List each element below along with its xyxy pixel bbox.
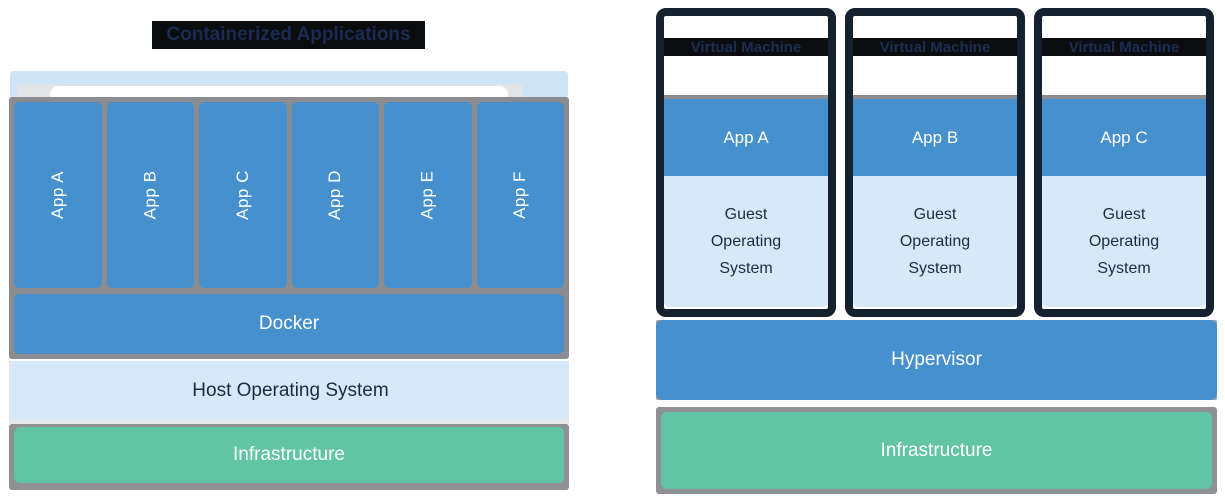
- vm-spacer: [1042, 56, 1206, 95]
- vm-row: Virtual Machine App A Guest Operating Sy…: [656, 8, 1217, 317]
- vm-guest-os-label: Guest Operating System: [710, 206, 782, 277]
- vm-box-2: Virtual Machine App B Guest Operating Sy…: [845, 8, 1025, 317]
- containers-title-box: Containerized Applications: [152, 21, 425, 49]
- vm-title-band: Virtual Machine: [1042, 38, 1206, 56]
- infrastructure-layer-left: Infrastructure: [9, 424, 569, 490]
- app-column-label: App F: [510, 171, 530, 219]
- app-column-c: App C: [199, 102, 287, 288]
- divider-line: [9, 420, 569, 424]
- app-column-label: App D: [325, 170, 345, 220]
- app-column-label: App E: [417, 170, 437, 220]
- vm-guest-os-label: Guest Operating System: [1088, 206, 1160, 277]
- host-os-layer: Host Operating System: [9, 361, 569, 420]
- vm-title: Virtual Machine: [879, 38, 991, 56]
- docker-layer: Docker: [14, 294, 564, 354]
- hypervisor-layer-wrap: Hypervisor: [656, 320, 1217, 400]
- vm-spacer: [853, 16, 1017, 38]
- vm-box-3: Virtual Machine App C Guest Operating Sy…: [1034, 8, 1214, 317]
- vm-app-layer: App B: [853, 99, 1017, 176]
- vm-app-layer: App C: [1042, 99, 1206, 176]
- vm-title: Virtual Machine: [1068, 38, 1180, 56]
- hypervisor-layer: Hypervisor: [656, 320, 1217, 400]
- container-columns: App A App B App C App D App E App F: [14, 102, 564, 288]
- vm-app-layer: App A: [664, 99, 828, 176]
- infrastructure-label-left: Infrastructure: [14, 427, 564, 483]
- infrastructure-layer-right: Infrastructure: [656, 407, 1217, 494]
- vm-spacer: [853, 56, 1017, 95]
- vm-box-1: Virtual Machine App A Guest Operating Sy…: [656, 8, 836, 317]
- vm-spacer: [1042, 16, 1206, 38]
- vm-spacer: [664, 56, 828, 95]
- vm-title-band: Virtual Machine: [664, 38, 828, 56]
- vm-gray-divider: [853, 95, 1017, 99]
- vm-guest-os-layer: Guest Operating System: [664, 176, 828, 307]
- app-column-d: App D: [291, 102, 379, 288]
- vm-guest-os-layer: Guest Operating System: [1042, 176, 1206, 307]
- app-column-f: App F: [476, 102, 564, 288]
- vm-gray-divider: [1042, 95, 1206, 99]
- app-column-label: App B: [140, 170, 160, 220]
- docker-host-block: App A App B App C App D App E App F Do: [9, 97, 569, 359]
- app-column-e: App E: [384, 102, 472, 288]
- app-column-a: App A: [14, 102, 102, 288]
- vm-title: Virtual Machine: [690, 38, 802, 56]
- vm-spacer: [664, 16, 828, 38]
- vm-title-band: Virtual Machine: [853, 38, 1017, 56]
- app-column-b: App B: [106, 102, 194, 288]
- containers-title: Containerized Applications: [166, 24, 411, 45]
- vm-guest-os-label: Guest Operating System: [899, 206, 971, 277]
- infrastructure-label-right: Infrastructure: [661, 412, 1212, 489]
- vm-guest-os-layer: Guest Operating System: [853, 176, 1017, 307]
- vm-gray-divider: [664, 95, 828, 99]
- app-column-label: App A: [47, 171, 67, 219]
- app-column-label: App C: [232, 170, 252, 220]
